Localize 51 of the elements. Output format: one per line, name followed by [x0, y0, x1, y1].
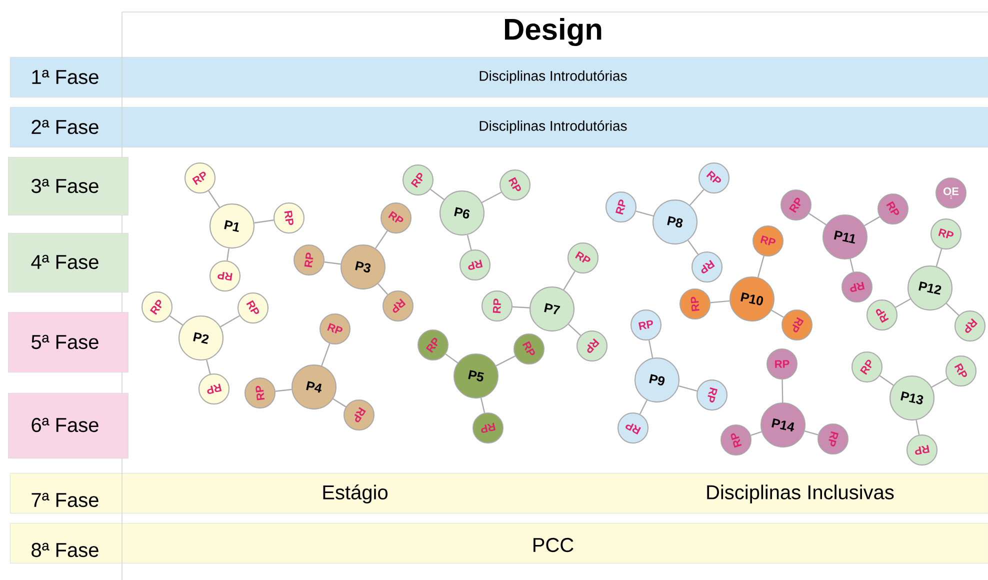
connector-line: [678, 385, 698, 392]
connector-line: [648, 340, 654, 358]
connector-line: [946, 303, 960, 316]
phase-box: 3ª Fase: [8, 157, 128, 216]
phase-box: 4ª Fase: [8, 233, 128, 292]
connector-line: [864, 216, 880, 226]
connector-line: [931, 378, 948, 388]
connector-line: [275, 388, 292, 392]
connector-line: [563, 270, 576, 290]
connector-line: [226, 248, 230, 261]
connector-line: [220, 315, 240, 328]
connector-line: [568, 324, 582, 336]
connector-line: [482, 192, 502, 204]
phase-band: 1ª Fase Disciplinas Introdutórias: [10, 56, 988, 98]
connector-line: [208, 190, 220, 208]
phase-band: 8ª Fase PCC: [10, 522, 988, 564]
connector-line: [445, 354, 458, 364]
connector-line: [757, 256, 764, 278]
connector-line: [895, 298, 911, 308]
connector-line: [782, 379, 784, 402]
connector-line: [378, 283, 388, 295]
phase-band: 2ª Fase Disciplinas Introdutórias: [10, 106, 988, 148]
connector-line: [512, 306, 530, 308]
connector-line: [689, 189, 704, 206]
connector-line: [936, 248, 942, 267]
title: Design: [505, 18, 602, 46]
connector-line: [688, 240, 698, 255]
connector-line: [879, 375, 894, 386]
connector-line: [710, 300, 730, 304]
connector-line: [804, 430, 818, 436]
connector-line: [206, 360, 211, 374]
phase-band: 7ª Fase Estágio Disciplinas Inclusivas: [10, 472, 988, 514]
connector-line: [169, 315, 183, 326]
phase-box: 5ª Fase: [8, 312, 128, 372]
connector-line: [850, 258, 854, 272]
connector-line: [254, 220, 274, 224]
connector-line: [332, 398, 346, 408]
connector-line: [480, 398, 486, 414]
connector-line: [750, 431, 762, 436]
connector-line: [466, 234, 472, 250]
connector-line: [496, 356, 516, 366]
connector-line: [639, 400, 648, 414]
connector-line: [375, 230, 388, 249]
connector-line: [636, 210, 654, 217]
connector-line: [430, 188, 444, 200]
connector-line: [324, 261, 341, 265]
connector-line: [771, 310, 784, 318]
connector-line: [808, 212, 826, 226]
connector-line: [321, 343, 330, 366]
phase-box: 6ª Fase: [8, 393, 128, 458]
connector-line: [916, 420, 920, 435]
